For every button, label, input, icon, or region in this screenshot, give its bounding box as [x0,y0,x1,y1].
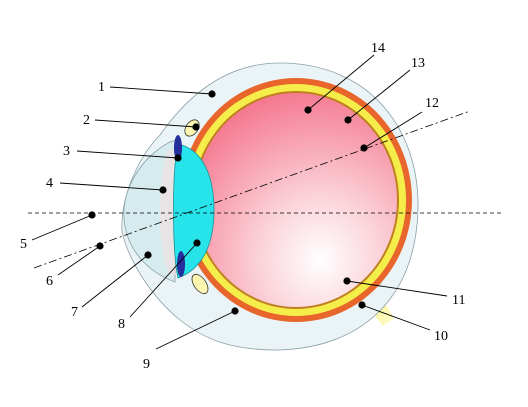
visual-axis [33,110,471,269]
callout-label-5: 5 [20,237,27,252]
callout-dot-3 [174,154,182,162]
callout-dot-5 [88,211,96,219]
callout-line-7 [81,254,149,308]
callout-line-11 [346,280,448,297]
iris-lower [177,251,185,277]
callout-dot-12 [360,144,368,152]
callout-dot-1 [208,90,216,98]
callout-line-6 [57,245,101,276]
callout-line-5 [31,214,93,241]
callout-dot-4 [159,186,167,194]
callout-label-6: 6 [46,274,53,289]
callout-line-8 [129,242,198,318]
callout-label-9: 9 [143,357,150,372]
callout-label-4: 4 [46,176,53,191]
callout-dot-6 [96,242,104,250]
callout-dot-9 [231,307,239,315]
callout-label-8: 8 [118,317,125,332]
callout-label-1: 1 [98,80,105,95]
callout-label-11: 11 [452,293,465,308]
callout-line-13 [347,69,411,121]
callout-line-14 [307,54,375,111]
callout-line-12 [363,111,423,149]
callout-dot-7 [144,251,152,259]
callout-label-13: 13 [411,56,425,71]
callout-label-14: 14 [371,41,385,56]
callout-label-3: 3 [63,144,70,159]
callout-dot-8 [193,239,201,247]
callout-line-9 [155,310,236,350]
callout-line-10 [361,304,431,331]
callout-dot-14 [304,106,312,114]
callout-line-4 [59,182,164,191]
iris-upper [174,135,182,161]
callout-label-7: 7 [71,305,78,320]
callout-dot-13 [344,116,352,124]
callout-label-10: 10 [434,329,448,344]
callout-line-2 [94,119,197,128]
ciliary-body-lower [191,273,209,295]
callout-dot-11 [343,277,351,285]
vitreous-body [195,93,397,307]
callout-label-2: 2 [83,113,90,128]
callout-line-1 [109,86,213,95]
callout-label-12: 12 [425,96,439,111]
callout-dot-2 [192,123,200,131]
callout-line-3 [76,150,179,159]
lens [173,143,215,279]
callout-dot-10 [358,301,366,309]
